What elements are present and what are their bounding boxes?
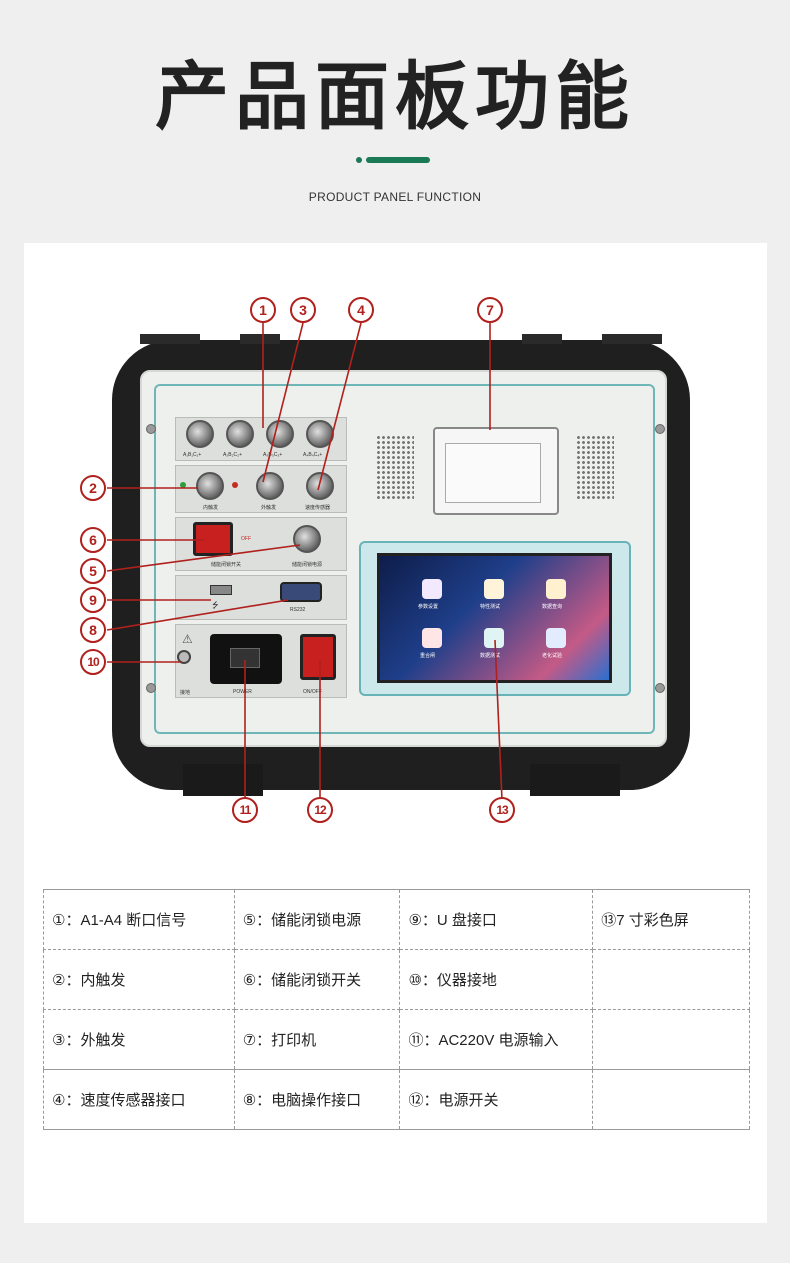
outer-led-icon <box>232 482 238 488</box>
gear-icon[interactable] <box>422 579 442 599</box>
printer[interactable] <box>433 427 559 515</box>
case-hinge <box>140 334 200 344</box>
callout-13: 13 <box>489 797 515 823</box>
callout-2: 2 <box>80 475 106 501</box>
callout-8: 8 <box>80 617 106 643</box>
table-row: ①：A1-A4 断口信号 ⑤：储能闭锁电源 ⑨：U 盘接口 ⑬7 寸彩色屏 <box>43 889 750 950</box>
storage-switch-label: 储能闭锁开关 <box>211 562 242 568</box>
chart-icon[interactable] <box>484 628 504 648</box>
a2-label: A₂B₂C₂+ <box>223 452 243 458</box>
a3-label: A₃B₃C₃+ <box>263 452 283 458</box>
legend-table: ①：A1-A4 断口信号 ⑤：储能闭锁电源 ⑨：U 盘接口 ⑬7 寸彩色屏 ②：… <box>43 889 750 1130</box>
legend-cell: ①：A1-A4 断口信号 <box>43 889 235 950</box>
case-latch <box>530 764 620 796</box>
callout-4: 4 <box>348 297 374 323</box>
panel-frame <box>154 384 655 734</box>
outer-trigger-connector[interactable] <box>256 472 284 500</box>
inner-trigger-connector[interactable] <box>196 472 224 500</box>
underline-bar <box>366 157 430 163</box>
legend-cell: ②：内触发 <box>43 949 235 1010</box>
printer-slot <box>445 443 541 503</box>
legend-cell: ⑪：AC220V 电源输入 <box>399 1009 594 1070</box>
screw-icon <box>655 424 665 434</box>
callout-6: 6 <box>80 527 106 553</box>
rs232-port[interactable] <box>280 582 322 602</box>
app-label: 特性测试 <box>480 604 501 610</box>
folder-icon[interactable] <box>546 579 566 599</box>
touch-screen[interactable]: 参数设置 特性测试 数据查询 重合闸 数据测试 老化试验 <box>377 553 612 683</box>
page-title: 产品面板功能 <box>155 54 635 140</box>
a4-label: A₄B₄C₄+ <box>303 452 323 458</box>
case-latch <box>183 764 263 796</box>
a1-label: A₁B₁C₁+ <box>183 452 202 458</box>
legend-cell: ③：外触发 <box>43 1009 235 1070</box>
legend-cell: ⑫：电源开关 <box>399 1069 594 1130</box>
title-underline <box>356 157 430 163</box>
app-label: 数据查询 <box>542 604 563 610</box>
callout-7: 7 <box>477 297 503 323</box>
legend-cell <box>592 1069 750 1130</box>
a1-connector[interactable] <box>186 420 214 448</box>
legend-cell: ⑩：仪器接地 <box>399 949 594 1010</box>
case-hinge <box>602 334 662 344</box>
storage-power-label: 储能闭锁电源 <box>292 562 323 568</box>
app-label: 老化试验 <box>542 653 563 659</box>
callout-10: 10 <box>80 649 106 675</box>
onoff-label: ON/OFF <box>303 689 322 695</box>
power-switch[interactable] <box>300 634 336 680</box>
legend-cell: ⑨：U 盘接口 <box>399 889 594 950</box>
a2-connector[interactable] <box>226 420 254 448</box>
screw-icon <box>146 683 156 693</box>
legend-cell: ④：速度传感器接口 <box>43 1069 235 1130</box>
usb-port[interactable] <box>210 585 232 595</box>
case-hinge <box>240 334 280 344</box>
rs232-label: RS232 <box>290 607 306 613</box>
speaker-grille-right <box>576 435 614 501</box>
ground-label: 接地 <box>180 690 191 696</box>
legend-cell <box>592 949 750 1010</box>
legend-cell <box>592 1009 750 1070</box>
legend-cell: ⑦：打印机 <box>233 1009 401 1070</box>
speaker-grille-left <box>376 435 414 501</box>
case-hinge <box>522 334 562 344</box>
wrench-icon[interactable] <box>484 579 504 599</box>
legend-cell: ⑤：储能闭锁电源 <box>233 889 401 950</box>
storage-power-connector[interactable] <box>293 525 321 553</box>
speed-sensor-label: 速度传感器 <box>305 505 331 511</box>
warning-icon: ⚠ <box>182 632 193 646</box>
callout-1: 1 <box>250 297 276 323</box>
cycle-icon[interactable] <box>422 628 442 648</box>
callout-9: 9 <box>80 587 106 613</box>
legend-cell: ⑧：电脑操作接口 <box>233 1069 401 1130</box>
table-row: ②：内触发 ⑥：储能闭锁开关 ⑩：仪器接地 <box>43 949 750 1010</box>
underline-dot <box>356 157 362 163</box>
outer-trigger-label: 外触发 <box>261 505 277 511</box>
table-row: ③：外触发 ⑦：打印机 ⑪：AC220V 电源输入 <box>43 1009 750 1070</box>
ground-terminal[interactable] <box>177 650 191 664</box>
a3-connector[interactable] <box>266 420 294 448</box>
app-label: 参数设置 <box>418 604 439 610</box>
callout-3: 3 <box>290 297 316 323</box>
speed-sensor-connector[interactable] <box>306 472 334 500</box>
callout-11: 11 <box>232 797 258 823</box>
bolt-icon[interactable] <box>546 628 566 648</box>
screw-icon <box>146 424 156 434</box>
inner-trigger-label: 内触发 <box>203 505 219 511</box>
screw-icon <box>655 683 665 693</box>
power-label: POWER <box>233 689 252 695</box>
app-label: 数据测试 <box>480 653 501 659</box>
callout-12: 12 <box>307 797 333 823</box>
legend-cell: ⑥：储能闭锁开关 <box>233 949 401 1010</box>
legend-cell: ⑬7 寸彩色屏 <box>592 889 750 950</box>
off-label: OFF <box>241 536 251 542</box>
table-row: ④：速度传感器接口 ⑧：电脑操作接口 ⑫：电源开关 <box>43 1069 750 1130</box>
storage-lock-switch[interactable] <box>193 522 233 556</box>
app-label: 重合闸 <box>420 653 436 659</box>
callout-5: 5 <box>80 558 106 584</box>
inner-led-icon <box>180 482 186 488</box>
usb-icon: ⭍ <box>212 601 219 610</box>
page-subtitle: PRODUCT PANEL FUNCTION <box>308 190 482 204</box>
